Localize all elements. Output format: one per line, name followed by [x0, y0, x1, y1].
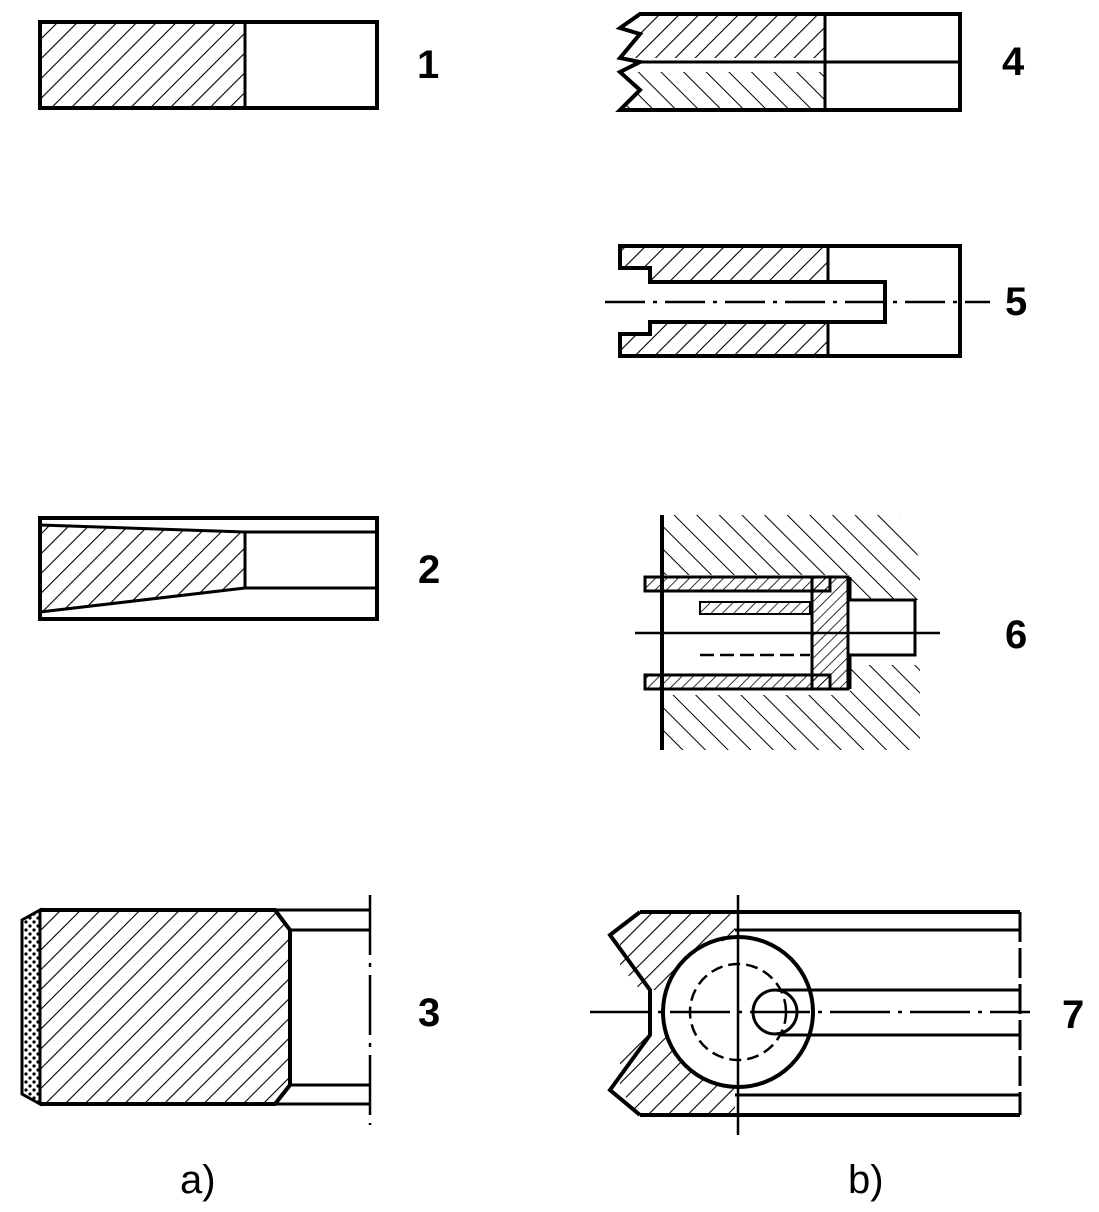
ring-3-hatched-section — [40, 910, 290, 1104]
ring-section-2 — [38, 516, 379, 621]
ring-5-upper-hatched — [620, 246, 828, 282]
ring-6-inner-spacer — [699, 601, 811, 615]
ring-section-1 — [38, 20, 379, 110]
ring-7-upper-hatched — [620, 912, 735, 990]
item-number-6: 6 — [1005, 613, 1028, 657]
panel-caption-a: a) — [180, 1158, 216, 1202]
ring-2-hatched-section — [40, 525, 245, 612]
ring-6-upper-rail — [643, 575, 832, 593]
ring-section-5 — [605, 244, 990, 358]
ring-4-lower-hatched — [620, 72, 825, 110]
ring-section-7 — [590, 895, 1030, 1135]
ring-1-hatched-section — [40, 22, 245, 108]
item-number-1: 1 — [417, 43, 440, 87]
ring-2-outline — [38, 516, 379, 621]
ring-5-lower-hatched — [620, 322, 828, 356]
panel-caption-b: b) — [848, 1158, 884, 1202]
ring-section-3 — [20, 895, 372, 1125]
ring-section-4 — [615, 12, 962, 112]
item-number-5: 5 — [1005, 280, 1028, 324]
ring-section-6 — [635, 515, 940, 750]
ring-5-outline — [618, 244, 962, 358]
ring-4-upper-hatched — [620, 14, 825, 58]
item-number-3: 3 — [418, 991, 441, 1035]
item-number-7: 7 — [1062, 993, 1085, 1037]
ring-6-lower-rail — [643, 673, 832, 691]
ring-6-piston-upper — [662, 515, 920, 600]
item-number-2: 2 — [418, 548, 441, 592]
ring-7-lower-hatched — [620, 1035, 735, 1115]
ring-3-coating-layer — [20, 907, 42, 1107]
ring-6-piston-lower — [662, 665, 920, 750]
ring-1-outline — [38, 20, 379, 110]
ring-3-section-outline — [40, 908, 292, 1106]
ring-6-groove-outline — [848, 577, 917, 689]
item-number-4: 4 — [1002, 40, 1025, 84]
ring-4-outline — [615, 12, 962, 112]
